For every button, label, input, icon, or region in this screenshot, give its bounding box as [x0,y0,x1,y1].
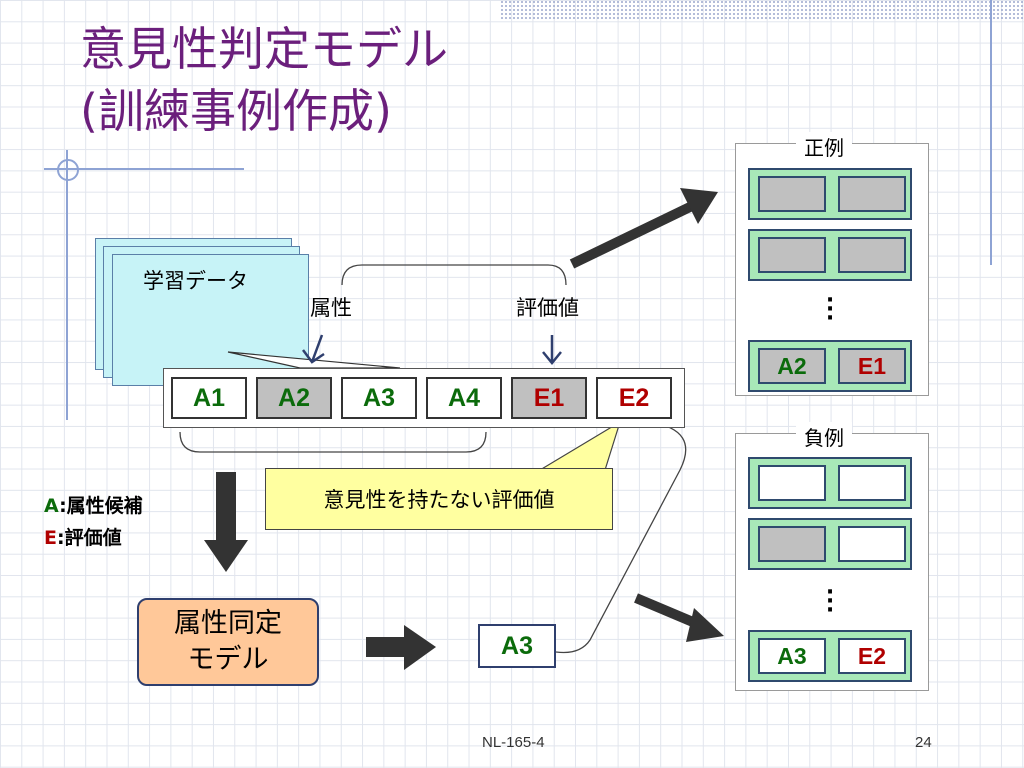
down-arrow-head [204,540,248,572]
legend-attribute: A:属性候補 [44,490,143,522]
eval-value-label: 評価値 [516,296,579,320]
negative-last-e2: E2 [838,638,906,674]
positive-last-a2: A2 [758,348,826,384]
arrow-to-negative-head [686,608,724,642]
cell-a3: A3 [341,377,417,419]
legend-a-text: :属性候補 [59,495,143,517]
negative-row-1-cell-1 [758,465,826,501]
callout-pointer [537,420,622,471]
left-vertical-rule [66,150,68,420]
legend-eval: E:評価値 [44,522,143,554]
slide-title: 意見性判定モデル (訓練事例作成) [80,18,448,142]
bottom-brace [179,431,487,453]
e2-to-a3-curve [555,421,687,654]
arrow-to-negative-shaft [634,593,702,630]
cell-a2: A2 [256,377,332,419]
right-arrow-head [404,625,436,670]
negative-title: 負例 [796,422,852,451]
negative-row-last: A3 E2 [748,630,912,682]
arrow-to-positive-shaft [569,201,695,269]
cell-e1: E1 [511,377,587,419]
positive-ellipsis: ··· [825,288,835,331]
negative-row-2-cell-2 [838,526,906,562]
positive-row-1 [748,168,912,220]
title-line-1: 意見性判定モデル [80,22,448,76]
top-brace [341,264,567,286]
positive-last-e1: E1 [838,348,906,384]
negative-row-2-cell-1 [758,526,826,562]
positive-row-1-cell-1 [758,176,826,212]
cell-a1: A1 [171,377,247,419]
positive-row-last: A2 E1 [748,340,912,392]
decorative-dot-band [500,0,1024,20]
title-line-2: (訓練事例作成) [80,84,392,138]
cell-a4: A4 [426,377,502,419]
down-arrow-shaft [216,472,236,542]
positive-title: 正例 [796,132,852,161]
cell-e2: E2 [596,377,672,419]
attribute-identification-model: 属性同定 モデル [137,598,319,686]
negative-row-1-cell-2 [838,465,906,501]
model-line-2: モデル [187,644,269,675]
title-underline [44,168,244,170]
right-arrow-shaft [366,637,406,657]
negative-ellipsis: ··· [825,580,835,623]
legend: A:属性候補 E:評価値 [44,490,143,554]
negative-last-a3: A3 [758,638,826,674]
positive-row-2 [748,229,912,281]
output-a3: A3 [478,624,556,668]
training-data-label: 学習データ [143,269,248,293]
non-opinion-callout: 意見性を持たない評価値 [265,468,613,530]
arrow-to-attribute [302,334,325,364]
negative-row-2 [748,518,912,570]
footer-label: NL-165-4 [482,734,545,751]
arrow-to-positive-head [680,188,718,224]
right-vertical-rule [990,0,992,265]
legend-e-key: E [44,527,57,549]
arrow-to-eval [542,335,562,365]
callout-text: 意見性を持たない評価値 [323,488,555,512]
legend-e-text: :評価値 [56,527,122,549]
positive-row-2-cell-2 [838,237,906,273]
negative-row-1 [748,457,912,509]
page-number: 24 [915,734,932,751]
model-line-1: 属性同定 [174,608,282,639]
legend-a-key: A [44,495,60,517]
positive-row-2-cell-1 [758,237,826,273]
positive-row-1-cell-2 [838,176,906,212]
rule-circle-ornament [57,159,79,181]
attribute-label: 属性 [310,296,352,320]
data-card-front: 学習データ [112,254,309,386]
